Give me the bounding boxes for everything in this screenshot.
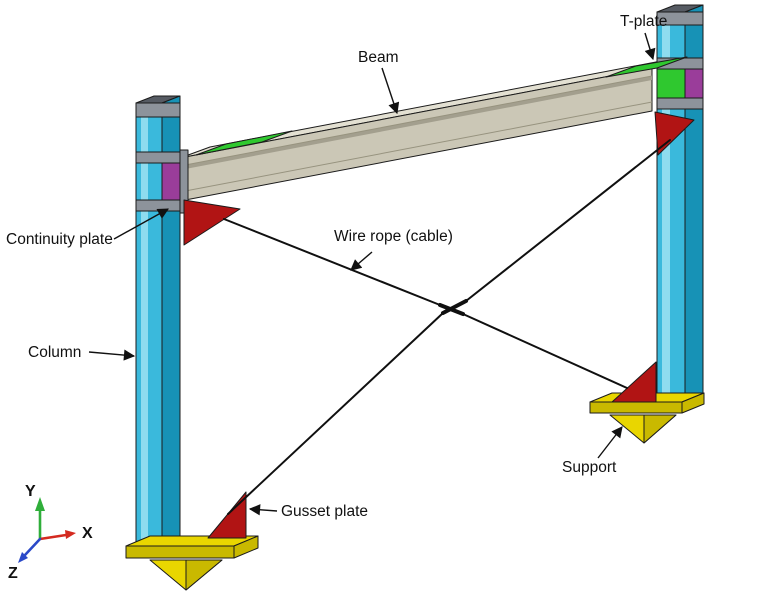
right-base-plate-side — [681, 392, 705, 414]
right-column — [605, 4, 704, 403]
support-leader-arrow — [597, 426, 623, 459]
left-continuity-band-lower — [135, 199, 181, 212]
right-t-plate-top — [605, 56, 688, 78]
column-leader-arrow — [88, 349, 136, 361]
wire-rope-b-upper — [465, 139, 671, 302]
right-continuity-band-lower — [656, 97, 704, 110]
left-column — [135, 95, 181, 547]
callouts: Beam T-plate Continuity plate Wire rope … — [6, 13, 667, 520]
beam — [179, 56, 683, 214]
left-column-top-plate — [135, 102, 181, 118]
x-axis-arrow — [38, 533, 68, 541]
axis-x-label: X — [82, 525, 93, 542]
left-base-pyramid-shade — [185, 559, 223, 591]
t-plate-label: T-plate — [620, 13, 667, 30]
gusset-plates — [183, 111, 695, 539]
x-axis-arrowhead-icon — [65, 530, 76, 539]
right-base-pyramid-shade — [643, 414, 677, 444]
wire-ropes — [223, 139, 671, 515]
right-column-top-plate — [656, 11, 704, 26]
beam-web-shadow — [180, 76, 652, 170]
wire-rope-a-upper — [223, 218, 441, 306]
coordinate-triad: Y X Z — [8, 483, 93, 582]
right-base-plate-front — [589, 401, 683, 414]
z-axis-arrowhead-icon — [18, 552, 28, 563]
y-axis-arrowhead-icon — [35, 497, 45, 511]
support-label: Support — [562, 459, 617, 476]
wire-rope-a-lower — [462, 313, 628, 389]
right-continuity-plate-purple — [684, 68, 704, 99]
left-top-gusset-plate — [183, 199, 241, 246]
t-plate-leader-arrow — [644, 32, 656, 61]
beam-top-flange-edge — [179, 75, 653, 167]
left-continuity-plate-purple — [161, 162, 181, 201]
right-t-plate-front — [656, 68, 686, 99]
left-bottom-gusset-plate — [207, 491, 247, 539]
left-base-plate-side — [233, 535, 259, 559]
wire-rope-leader-arrow — [350, 251, 373, 271]
beam-label: Beam — [358, 49, 399, 66]
left-column-front-flange — [135, 102, 163, 547]
continuity-plate-label: Continuity plate — [6, 231, 113, 248]
wire-rope-b-lower — [227, 312, 444, 515]
axis-y-label: Y — [25, 483, 36, 500]
wire-rope-b-turnbuckle — [441, 299, 468, 315]
left-column-highlight — [141, 106, 148, 543]
wire-rope-label: Wire rope (cable) — [334, 228, 453, 245]
gusset-plate-label: Gusset plate — [281, 503, 368, 520]
beam-bottom-flange-edge — [179, 101, 653, 193]
left-t-plate-green — [195, 130, 293, 156]
left-base-plate-front — [125, 545, 235, 559]
z-axis-arrow — [23, 537, 42, 557]
continuity-plate-leader-arrow — [113, 208, 169, 240]
right-bottom-gusset-plate — [611, 361, 657, 403]
gusset-plate-leader-arrow — [248, 504, 278, 516]
right-column-highlight — [662, 15, 670, 399]
axis-z-label: Z — [8, 565, 18, 582]
beam-leader-arrow — [381, 67, 400, 115]
column-label: Column — [28, 344, 81, 361]
left-continuity-band-upper — [135, 151, 181, 164]
